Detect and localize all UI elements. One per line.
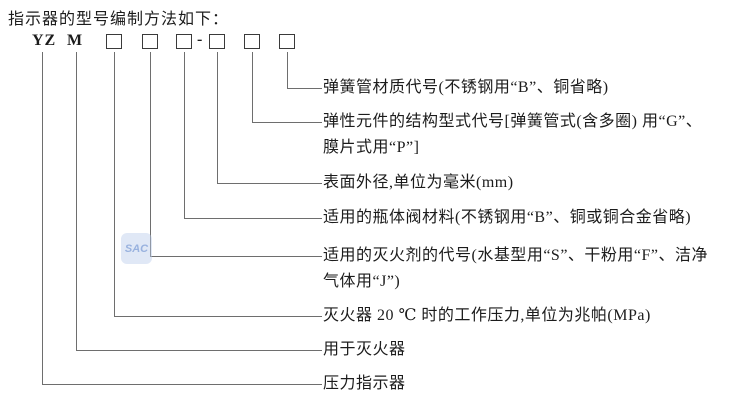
label-spring-tube-material: 弹簧管材质代号(不锈钢用“B”、铜省略) bbox=[323, 79, 609, 96]
label-extinguishing-agent-code: 适用的灭火剂的代号(水基型用“S”、干粉用“F”、洁净 气体用“J”) bbox=[323, 247, 709, 290]
label-elastic-element-type: 弹性元件的结构型式代号[弹簧管式(含多圈) 用“G”、 膜片式用“P”] bbox=[323, 113, 703, 156]
leader-hline-6 bbox=[114, 316, 322, 317]
label-cylinder-valve-material: 适用的瓶体阀材料(不锈钢用“B”、铜或铜合金省略) bbox=[323, 209, 692, 226]
label-working-pressure: 灭火器 20 ℃ 时的工作压力,单位为兆帕(MPa) bbox=[323, 307, 651, 324]
leader-vline-box6 bbox=[287, 52, 288, 89]
label-pressure-indicator: 压力指示器 bbox=[323, 375, 406, 392]
code-prefix-yz: YZ bbox=[32, 32, 57, 49]
leader-vline-box4 bbox=[217, 52, 218, 184]
leader-hline-1 bbox=[287, 88, 322, 89]
code-placeholder-box-4 bbox=[209, 34, 225, 49]
leader-vline-box2 bbox=[150, 52, 151, 257]
code-placeholder-box-2 bbox=[142, 34, 158, 49]
sac-watermark-logo: SAC bbox=[121, 233, 152, 264]
leader-hline-3 bbox=[217, 183, 322, 184]
heading-text: 指示器的型号编制方法如下： bbox=[8, 11, 230, 28]
code-separator-dash: - bbox=[197, 31, 203, 48]
leader-hline-5 bbox=[150, 256, 322, 257]
label-face-outer-diameter: 表面外径,单位为毫米(mm) bbox=[323, 174, 514, 191]
code-placeholder-box-6 bbox=[279, 34, 295, 49]
code-placeholder-box-5 bbox=[244, 34, 260, 49]
label-for-extinguisher: 用于灭火器 bbox=[323, 341, 406, 358]
code-prefix-m: M bbox=[67, 32, 84, 49]
code-placeholder-box-3 bbox=[176, 34, 192, 49]
leader-hline-8 bbox=[42, 384, 322, 385]
leader-hline-4 bbox=[184, 218, 322, 219]
code-placeholder-box-1 bbox=[106, 34, 122, 49]
leader-vline-yz bbox=[42, 52, 43, 385]
leader-vline-box3 bbox=[184, 52, 185, 219]
leader-hline-7 bbox=[76, 350, 322, 351]
leader-hline-2 bbox=[252, 122, 322, 123]
leader-vline-box5 bbox=[252, 52, 253, 123]
leader-vline-box1 bbox=[114, 52, 115, 317]
leader-vline-m bbox=[76, 52, 77, 351]
